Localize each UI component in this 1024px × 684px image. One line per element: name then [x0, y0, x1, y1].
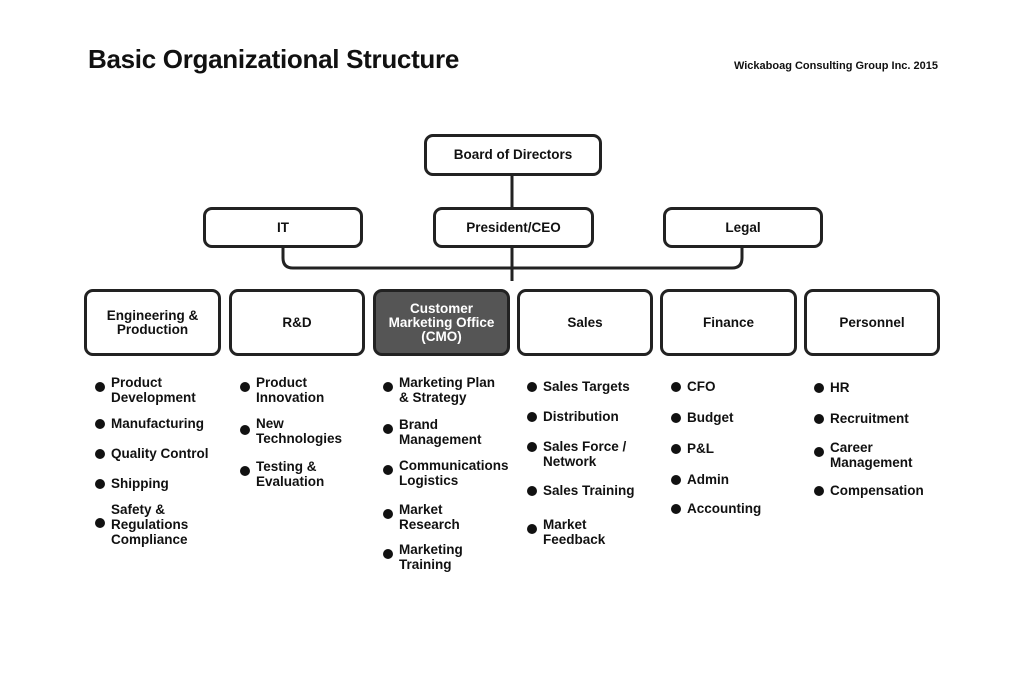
list-item-text: Compensation — [830, 483, 924, 498]
department-label: R&D — [282, 314, 312, 330]
bullet-icon — [240, 382, 250, 392]
bullet-icon — [527, 524, 537, 534]
bullet-icon — [527, 442, 537, 452]
list-item-text: Distribution — [543, 409, 619, 424]
department-box: Engineering & Production — [84, 289, 221, 356]
list-item-text: Sales Training — [543, 483, 635, 498]
bullet-icon — [814, 383, 824, 393]
list-item-text: Career Management — [830, 440, 913, 470]
list-item-text: Market Feedback — [543, 517, 606, 547]
president-ceo-box: President/CEO — [433, 207, 594, 248]
list-item-text: HR — [830, 380, 850, 395]
list-item-text: Market Research — [399, 502, 460, 532]
bullet-icon — [383, 509, 393, 519]
list-item-text: Communications Logistics — [399, 458, 509, 488]
credit-text: Wickaboag Consulting Group Inc. 2015 — [733, 60, 938, 72]
bullet-icon — [527, 412, 537, 422]
bullet-icon — [671, 413, 681, 423]
list-item-text: Product Development — [111, 375, 196, 405]
bullet-icon — [240, 425, 250, 435]
department-label: Customer Marketing Office (CMO) — [388, 300, 495, 344]
list-item-text: Safety & Regulations Compliance — [111, 502, 189, 547]
legal-label: Legal — [725, 219, 761, 235]
list-item-text: Marketing Training — [399, 542, 463, 572]
list-item-text: Accounting — [687, 501, 762, 516]
department-label: Personnel — [839, 314, 905, 330]
bullet-icon — [814, 414, 824, 424]
bullet-icon — [814, 447, 824, 457]
bullet-icon — [383, 424, 393, 434]
list-item-text: CFO — [687, 379, 716, 394]
list-item-text: Brand Management — [399, 417, 482, 447]
list-item-text: Product Innovation — [256, 375, 325, 405]
list-item-text: Marketing Plan & Strategy — [399, 375, 496, 405]
it-box: IT — [203, 207, 363, 248]
list-item-text: Sales Force / Network — [543, 439, 627, 469]
bullet-icon — [814, 486, 824, 496]
bullet-icon — [240, 466, 250, 476]
bullet-icon — [527, 382, 537, 392]
list-item-text: Testing & Evaluation — [256, 459, 325, 489]
list-item-text: New Technologies — [256, 416, 343, 446]
bullet-icon — [383, 382, 393, 392]
list-item-text: Manufacturing — [111, 416, 204, 431]
list-item-text: P&L — [687, 441, 714, 456]
bullet-icon — [95, 382, 105, 392]
department-label: Sales — [567, 314, 603, 330]
bullet-icon — [671, 444, 681, 454]
list-item-text: Budget — [687, 410, 734, 425]
page-title: Basic Organizational Structure — [88, 44, 459, 74]
list-item-text: Shipping — [111, 476, 169, 491]
bullet-icon — [95, 449, 105, 459]
list-item-text: Quality Control — [111, 446, 209, 461]
department-box-highlighted: Customer Marketing Office (CMO) — [373, 289, 510, 356]
board-of-directors-box: Board of Directors — [424, 134, 602, 176]
department-label: Finance — [702, 314, 754, 330]
list-item-text: Admin — [687, 472, 729, 487]
bullet-icon — [383, 465, 393, 475]
list-item-text: Recruitment — [830, 411, 909, 426]
department-label: Engineering & Production — [106, 307, 199, 337]
department-box: Personnel — [804, 289, 940, 356]
president-ceo-label: President/CEO — [466, 219, 561, 235]
it-label: IT — [277, 219, 289, 235]
bullet-icon — [671, 382, 681, 392]
bullet-icon — [671, 504, 681, 514]
list-item-text: Sales Targets — [543, 379, 630, 394]
bullet-icon — [671, 475, 681, 485]
board-of-directors-label: Board of Directors — [453, 147, 573, 162]
bullet-icon — [95, 419, 105, 429]
department-box: Sales — [517, 289, 653, 356]
department-box: R&D — [229, 289, 365, 356]
bullet-icon — [95, 479, 105, 489]
bullet-icon — [527, 486, 537, 496]
department-box: Finance — [660, 289, 797, 356]
bullet-icon — [383, 549, 393, 559]
legal-box: Legal — [663, 207, 823, 248]
bullet-icon — [95, 518, 105, 528]
